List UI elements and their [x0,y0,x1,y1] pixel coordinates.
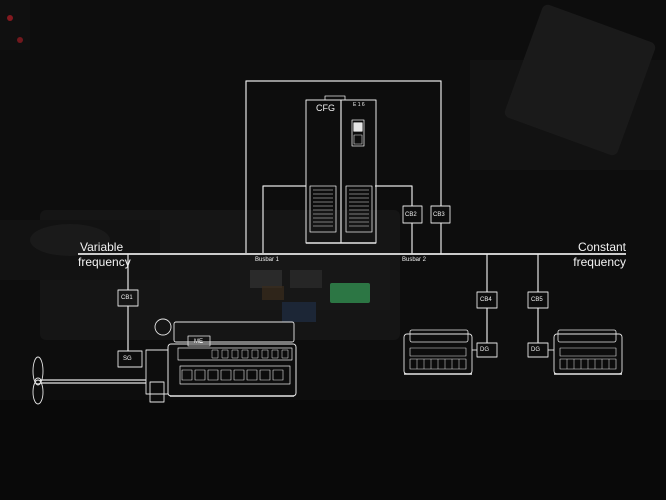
cb1-box [117,289,139,307]
diesel-generator-left [403,329,498,375]
propeller-shaft [40,379,146,384]
propeller-icon [32,356,44,405]
sg-label: SG [123,356,132,362]
diesel-generator-right [527,329,623,375]
cfg-cabinet [305,95,377,244]
cb3-label: CB3 [433,212,445,218]
variable-label: Variable [80,240,124,254]
constant-label: Constant [577,240,626,254]
cfg-loop-wire [245,80,442,253]
cabinet-tag: E 1 6 [353,102,365,108]
dg-left-label: DG [480,347,489,353]
cb4-box [476,291,498,309]
cb4-label: CB4 [480,297,492,303]
cfg-label: CFG [316,103,335,113]
cb1-label: CB1 [121,295,133,301]
variable-frequency-label: frequency [78,255,131,269]
busbar-2-label: Busbar 2 [402,257,427,263]
cfg-feed-left [262,185,306,253]
cfg-feed-right [375,185,413,206]
cb5-box [527,291,549,309]
cb5-label: CB5 [531,297,543,303]
main-engine [117,318,297,403]
busbar-1-label: Busbar 1 [255,257,280,263]
cb3-box [430,205,451,224]
cb2-box [402,205,423,224]
dg-right-label: DG [531,347,540,353]
cb2-label: CB2 [405,212,417,218]
me-label: ME [194,339,203,345]
constant-frequency-label: frequency [573,255,626,269]
